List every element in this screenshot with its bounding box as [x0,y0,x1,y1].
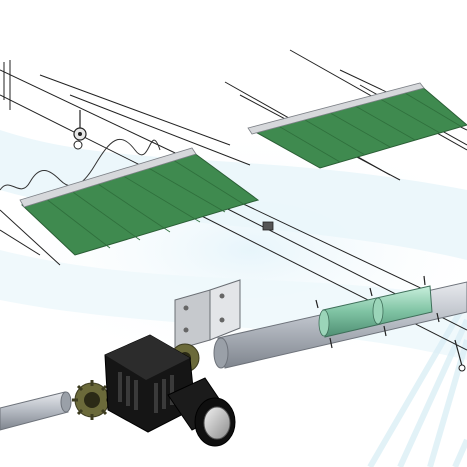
pulley [73,110,87,150]
drive-tube-left [0,391,72,431]
gear-motor [72,334,236,447]
mounting-bracket [174,279,241,351]
drive-gear-left [72,380,112,420]
tube-coupling [315,275,466,372]
screen-panel-left [19,147,260,256]
screen-panel-right [247,82,467,169]
wire-clip [262,221,274,231]
